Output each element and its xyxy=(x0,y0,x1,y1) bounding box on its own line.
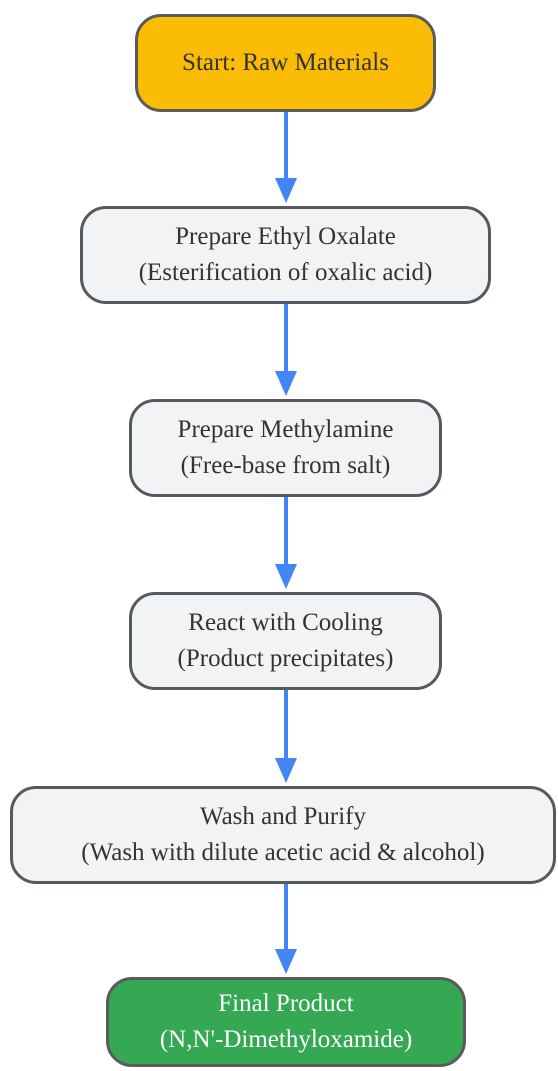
node-label: Final Product xyxy=(218,990,354,1017)
node-react-with-cooling: React with Cooling (Product precipitates… xyxy=(129,592,442,690)
node-sublabel: (Product precipitates) xyxy=(177,645,394,672)
node-label: Prepare Ethyl Oxalate xyxy=(175,223,396,250)
node-prepare-methylamine: Prepare Methylamine (Free-base from salt… xyxy=(129,399,442,497)
node-prepare-ethyl-oxalate: Prepare Ethyl Oxalate (Esterification of… xyxy=(80,206,491,304)
node-label: Wash and Purify xyxy=(199,803,366,830)
edge-methylamine-to-react xyxy=(275,497,297,589)
arrowhead xyxy=(275,564,297,589)
node-sublabel: (Free-base from salt) xyxy=(180,452,391,479)
arrowhead xyxy=(275,758,297,783)
node-final-product: Final Product (N,N'-Dimethyloxamide) xyxy=(106,977,466,1067)
node-sublabel: (Esterification of oxalic acid) xyxy=(138,259,433,286)
edge-wash-to-final xyxy=(275,884,297,974)
node-label: React with Cooling xyxy=(188,609,383,636)
arrowhead xyxy=(275,178,297,203)
edge-react-to-wash xyxy=(275,690,297,783)
edge-ethyl-oxalate-to-methylamine xyxy=(275,304,297,396)
node-wash-and-purify: Wash and Purify (Wash with dilute acetic… xyxy=(10,786,556,884)
arrowhead xyxy=(275,371,297,396)
edge-start-to-ethyl-oxalate xyxy=(275,112,297,203)
arrowhead xyxy=(275,949,297,974)
node-sublabel: (N,N'-Dimethyloxamide) xyxy=(159,1026,413,1053)
node-label: Prepare Methylamine xyxy=(177,416,394,443)
node-label: Start: Raw Materials xyxy=(182,49,389,76)
node-sublabel: (Wash with dilute acetic acid & alcohol) xyxy=(81,839,485,866)
node-start-raw-materials: Start: Raw Materials xyxy=(135,14,436,112)
